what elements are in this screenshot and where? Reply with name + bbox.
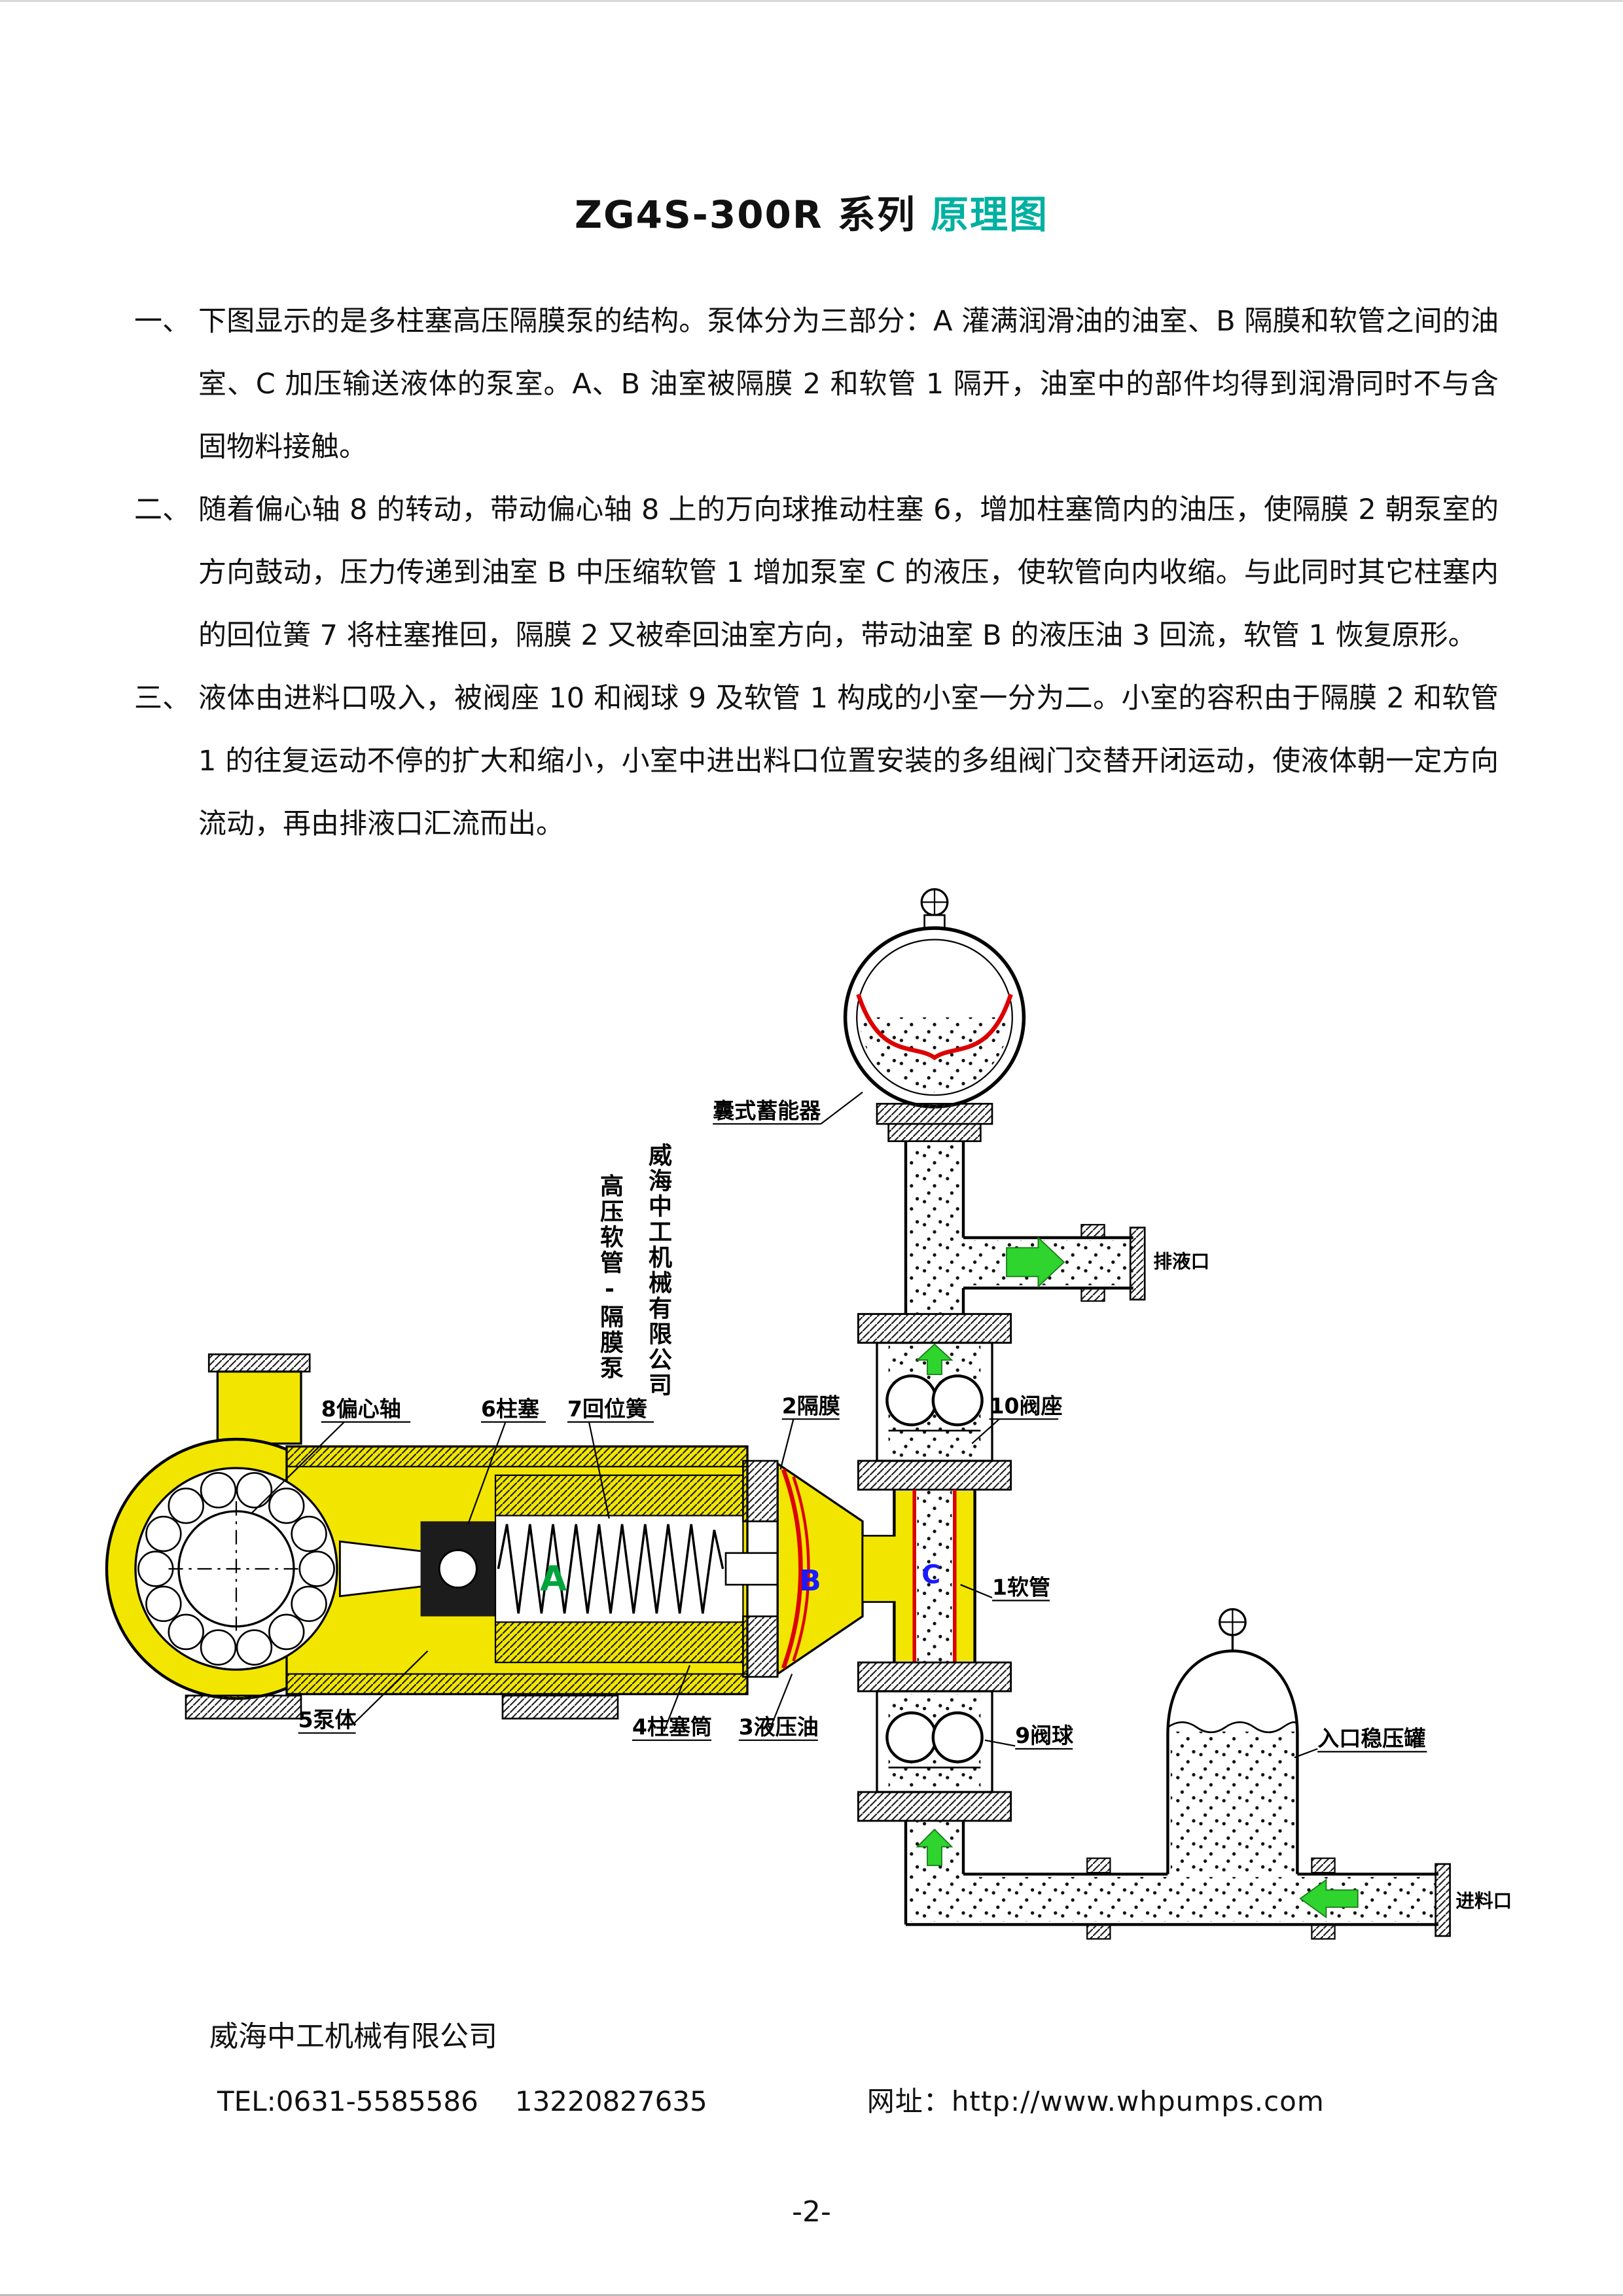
accumulator-flange-1 [876,1103,993,1125]
paragraph-1-text: 下图显示的是多柱塞高压隔膜泵的结构。泵体分为三部分：A 灌满润滑油的油室、B 隔… [198,305,1499,463]
label-part-6: 6柱塞 [481,1396,539,1422]
label-part-7: 7回位簧 [567,1396,647,1422]
paragraph-2-text: 随着偏心轴 8 的转动，带动偏心轴 8 上的万向球推动柱塞 6，增加柱塞筒内的油… [198,493,1499,652]
label-inlet-tank: 入口稳压罐 [1317,1726,1425,1751]
suction-bolt-2 [1086,1924,1111,1940]
part-labels: 囊式蓄能器 8偏心轴 6柱塞 7回位簧 2隔膜 10阀座 1软管 [251,1091,1512,1912]
label-discharge-port: 排液口 [1153,1250,1209,1272]
hose-slurry [917,1490,952,1662]
flow-arrows [916,1236,1359,1919]
discharge-flange [1129,1227,1146,1300]
valve-ball-upper-1 [885,1374,938,1427]
valve-column [843,888,1451,1940]
chamber-b-letter: B [799,1564,821,1598]
cylinder-wall-bottom [494,1621,744,1664]
label-part-8: 8偏心轴 [321,1396,401,1422]
chamber-c-letter: C [921,1560,940,1590]
page-number: -2- [792,2195,831,2229]
upper-valve-flange-bottom [857,1460,1012,1491]
paragraph-3-marker: 三、 [134,682,190,715]
connecting-rod [338,1540,426,1598]
footer-website-label: 网址： [866,2085,952,2117]
label-part-1: 1软管 [992,1575,1050,1600]
pump-diagram-svg: A B C 囊式蓄能器 8偏心轴 6柱塞 7回位簧 2隔膜 [105,888,1512,1940]
valve-ball-lower-1 [885,1711,938,1763]
flow-arrow-discharge [1006,1236,1065,1288]
chamber-letters: A B C [540,1559,940,1599]
paragraph-2-marker: 二、 [134,493,190,526]
accumulator-bladder [856,994,1013,1061]
footer-tel: TEL:0631-5585586 [217,2085,478,2117]
oil-cup [216,1370,302,1445]
cylinder-wall-top [494,1474,744,1516]
mount-foot-right [501,1695,619,1720]
discharge-bolt-bottom [1080,1287,1105,1302]
mount-foot-left [185,1695,302,1720]
vertical-text-company: 威海中工机械有限公司 [645,1143,671,1398]
label-accumulator: 囊式蓄能器 [713,1098,821,1123]
flow-arrow-suction [1299,1878,1359,1919]
label-part-2: 2隔膜 [782,1393,840,1418]
paragraph-3: 三、 液体由进料口吸入，被阀座 10 和阀球 9 及软管 1 构成的小室一分为二… [134,667,1499,855]
footer-contact: TEL:0631-5585586 13220827635 网址：http://w… [217,2079,1623,2119]
label-part-5: 5泵体 [298,1707,357,1732]
paragraph-3-text: 液体由进料口吸入，被阀座 10 和阀球 9 及软管 1 构成的小室一分为二。小室… [198,682,1499,840]
label-inlet-port: 进料口 [1455,1890,1512,1912]
title-main: ZG4S-300R 系列 [574,192,916,237]
hose-annulus-oil-left [895,1491,915,1661]
piston-rod [724,1552,785,1586]
diaphragm-flange-top [742,1460,779,1522]
accumulator-flange-2 [887,1122,982,1142]
oil-cup-lid [207,1353,311,1372]
diaphragm-flange-bottom [742,1615,779,1678]
footer-company: 威海中工机械有限公司 [209,2020,497,2053]
oil-chamber-a [494,1515,744,1623]
pump-power-end [105,1353,899,1720]
diaphragm-line-2 [792,1476,810,1662]
page-title: ZG4S-300R 系列 原理图 [0,184,1623,239]
lower-valve-flange-top [857,1661,1012,1693]
discharge-bolt-top [1080,1224,1105,1239]
valve-ball-upper-2 [931,1374,984,1427]
paragraph-1: 一、 下图显示的是多柱塞高压隔膜泵的结构。泵体分为三部分：A 灌满润滑油的油室、… [134,290,1499,478]
footer-website-url: http://www.whpumps.com [951,2085,1325,2117]
diaphragm-line-1 [781,1469,803,1669]
vertical-text-product: 高压软管-隔膜泵 [596,1174,623,1381]
bearing-balls [137,1472,335,1666]
paragraph-1-marker: 一、 [134,305,190,338]
flow-arrow-up-bottom [916,1828,954,1867]
accumulator-slurry [859,1017,1010,1092]
paragraph-2: 二、 随着偏心轴 8 的转动，带动偏心轴 8 上的万向球推动柱塞 6，增加柱塞筒… [134,478,1499,667]
return-spring [497,1524,724,1614]
suction-flange [1435,1863,1451,1937]
casing-wall-top [285,1445,749,1467]
oil-chamber-b-cone [776,1462,864,1676]
valve-ball-lower-2 [931,1711,984,1763]
tank-liquid-level [1167,1721,1298,1734]
lower-valve-flange-bottom [857,1791,1012,1822]
pump-to-column-connector [861,1535,899,1603]
flow-arrow-up-top [916,1343,954,1375]
riser-slurry [908,1141,961,1314]
upper-valve-flange-top [857,1313,1012,1344]
label-part-4: 4柱塞筒 [632,1714,712,1740]
chamber-a-letter: A [540,1559,567,1599]
suction-bolt-3 [1311,1857,1336,1874]
body-paragraphs: 一、 下图显示的是多柱塞高压隔膜泵的结构。泵体分为三部分：A 灌满润滑油的油室、… [134,290,1499,855]
pump-principle-diagram: A B C 囊式蓄能器 8偏心轴 6柱塞 7回位簧 2隔膜 [85,878,1539,1986]
universal-ball [438,1549,478,1589]
title-accent: 原理图 [930,192,1048,237]
label-part-9: 9阀球 [1015,1723,1074,1748]
tank-slurry [1170,1731,1294,1873]
hose-annulus-oil-right [956,1491,975,1661]
suction-bolt-1 [1086,1857,1111,1874]
suction-bolt-4 [1311,1924,1336,1940]
label-part-10: 10阀座 [990,1393,1063,1418]
footer-mobile: 13220827635 [514,2085,707,2117]
label-part-3: 3液压油 [739,1714,819,1740]
footer-website: 网址：http://www.whpumps.com [867,2079,1325,2119]
casing-wall-bottom [285,1673,749,1695]
